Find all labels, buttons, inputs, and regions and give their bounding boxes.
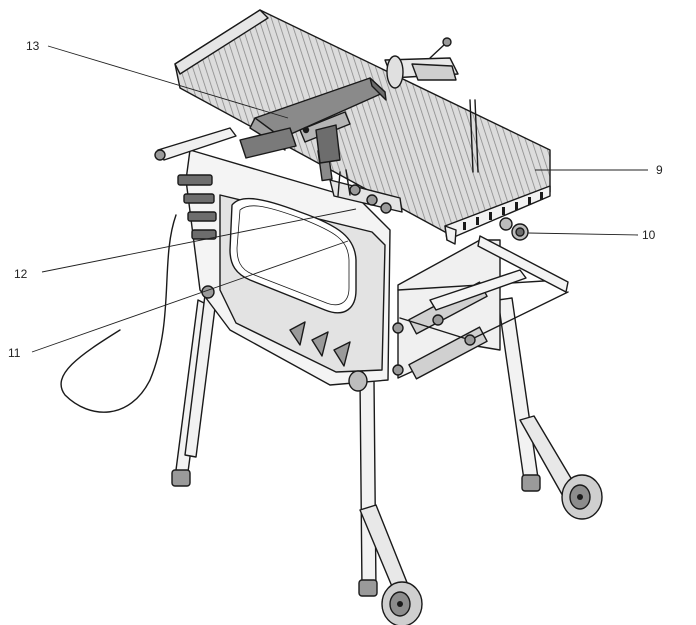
wheel-right [561, 474, 603, 520]
leader-13 [47, 45, 289, 119]
callout-labels: 13 9 10 12 11 [8, 39, 663, 360]
leader-10 [527, 232, 639, 236]
planer-guard [239, 77, 387, 182]
rear-mechanism [384, 37, 459, 89]
stand-legs [171, 294, 579, 597]
adjustment-knob [499, 217, 529, 241]
leader-12 [41, 208, 357, 273]
leader-11 [31, 240, 349, 353]
leader-lines [31, 45, 648, 353]
callout-9: 9 [656, 163, 663, 177]
machine-body [177, 149, 391, 386]
callout-12: 12 [14, 267, 28, 281]
planer-table [174, 9, 551, 245]
callout-13: 13 [26, 39, 40, 53]
power-cable [60, 214, 177, 413]
callout-10: 10 [642, 228, 656, 242]
extension-frame [353, 235, 569, 387]
wheel-front [381, 581, 423, 625]
front-rail [154, 127, 237, 161]
callout-11: 11 [8, 346, 21, 360]
fence-clamp [329, 169, 403, 214]
